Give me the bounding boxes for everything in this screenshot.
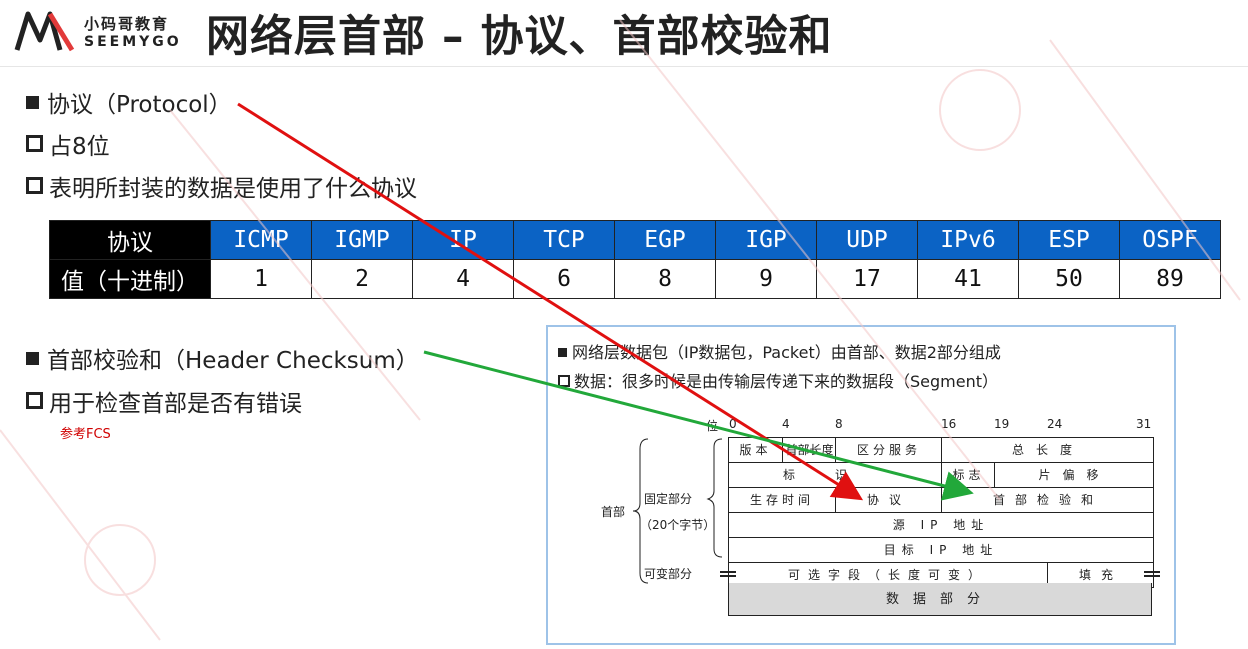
- field-data-part: 数据部分: [728, 583, 1152, 616]
- page-title: 网络层首部 – 协议、首部校验和: [206, 12, 833, 62]
- table-cell-protocol: UDP: [816, 220, 918, 260]
- filled-square-bullet-icon: [26, 352, 39, 365]
- protocol-meaning-text: 表明所封装的数据是使用了什么协议: [49, 176, 417, 202]
- field-options: 可选字段（长度可变）: [787, 568, 988, 582]
- label-fixed-part: 固定部分: [644, 492, 693, 506]
- table-cell-protocol: IGMP: [311, 220, 413, 260]
- table-cell-protocol: OSPF: [1119, 220, 1221, 260]
- bullet-checksum: 首部校验和（Header Checksum）: [26, 341, 419, 375]
- page-header: 小码哥教育 SEEMYGO 网络层首部 – 协议、首部校验和: [0, 0, 1248, 67]
- bullet-protocol-meaning: 表明所封装的数据是使用了什么协议: [26, 169, 417, 203]
- table-cell-value: 1: [210, 259, 312, 299]
- label-header: 首部: [601, 505, 626, 519]
- seemygo-logo: 小码哥教育 SEEMYGO: [14, 8, 184, 58]
- bullet-checksum-purpose: 用于检查首部是否有错误: [26, 384, 302, 418]
- hollow-square-bullet-icon: [26, 135, 43, 152]
- label-fixed-size: （20个字节）: [640, 518, 716, 532]
- bit-number: 24: [1047, 417, 1063, 431]
- hollow-square-bullet-icon: [26, 392, 43, 409]
- table-row-label-value: 值（十进制）: [49, 259, 211, 299]
- protocol-number-table: 协议 ICMP IGMP IP TCP EGP IGP UDP IPv6 ESP…: [49, 220, 1221, 299]
- bullet-protocol-bits: 占8位: [26, 127, 110, 161]
- table-cell-protocol: ESP: [1018, 220, 1120, 260]
- hollow-square-bullet-icon: [26, 177, 43, 194]
- filled-square-bullet-icon: [26, 96, 39, 109]
- header-brace-icon: [632, 438, 1160, 584]
- table-cell-protocol: EGP: [614, 220, 716, 260]
- field-source-ip: 源 IP 地址: [892, 518, 990, 532]
- reference-fcs-note: 参考FCS: [60, 427, 111, 442]
- table-cell-value: 17: [816, 259, 918, 299]
- table-cell-protocol: IGP: [715, 220, 817, 260]
- checksum-purpose-text: 用于检查首部是否有错误: [49, 391, 302, 417]
- table-cell-value: 2: [311, 259, 413, 299]
- grid-row-4: 源 IP 地址: [729, 513, 1153, 538]
- table-cell-protocol: IPv6: [917, 220, 1019, 260]
- table-cell-protocol: TCP: [513, 220, 615, 260]
- label-variable-part: 可变部分: [644, 567, 693, 581]
- table-cell-value: 8: [614, 259, 716, 299]
- table-row-values: 值（十进制） 1 2 4 6 8 9 17 41 50 89: [49, 259, 1221, 299]
- field-padding: 填充: [1047, 563, 1154, 587]
- protocol-heading: 协议（Protocol）: [47, 92, 232, 118]
- logo-m-icon: [14, 11, 75, 52]
- bit-number: 31: [1136, 417, 1152, 431]
- grid-row-5: 目标 IP 地址: [729, 538, 1153, 563]
- table-row-protocols: 协议 ICMP IGMP IP TCP EGP IGP UDP IPv6 ESP…: [49, 220, 1221, 260]
- bullet-protocol: 协议（Protocol）: [26, 85, 232, 119]
- table-cell-value: 4: [412, 259, 514, 299]
- table-cell-value: 6: [513, 259, 615, 299]
- field-destination-ip: 目标 IP 地址: [883, 543, 999, 557]
- logo-english-text: SEEMYGO: [84, 34, 182, 50]
- table-cell-protocol: ICMP: [210, 220, 312, 260]
- table-cell-value: 9: [715, 259, 817, 299]
- table-cell-value: 89: [1119, 259, 1221, 299]
- protocol-bits-text: 占8位: [49, 134, 110, 160]
- table-cell-protocol: IP: [412, 220, 514, 260]
- table-cell-value: 41: [917, 259, 1019, 299]
- checksum-heading: 首部校验和（Header Checksum）: [47, 348, 419, 374]
- table-cell-value: 50: [1018, 259, 1120, 299]
- logo-chinese-text: 小码哥教育: [84, 15, 170, 33]
- ip-packet-figure: 网络层数据包（IP数据包，Packet）由首部、数据2部分组成 数据：很多时候是…: [546, 325, 1176, 645]
- table-row-label-protocol: 协议: [49, 220, 211, 260]
